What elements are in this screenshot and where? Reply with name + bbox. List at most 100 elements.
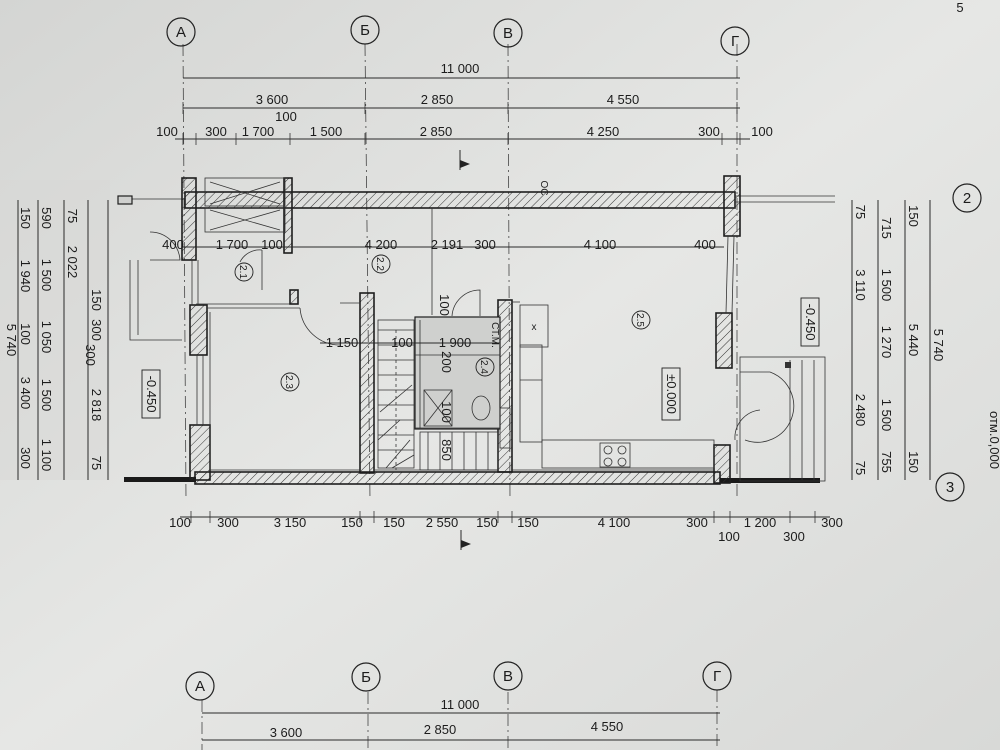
dim-row3-7: 300	[698, 124, 720, 139]
dim-bottom-span-2: 2 850	[424, 722, 457, 737]
room-22: 2.2	[371, 254, 391, 274]
dim-row3-3: 1 700	[242, 124, 275, 139]
dim-right-c2e: 755	[879, 451, 894, 473]
axis-label-2: 2	[963, 190, 971, 207]
axis-label-g: Г	[731, 33, 739, 50]
terrace	[739, 356, 826, 482]
grid-axes: А Б В Г 2 3	[166, 15, 982, 502]
axis-label-g-2: Г	[713, 668, 721, 685]
svg-text:x: x	[532, 322, 537, 333]
right-edge-text: отм.0,000	[987, 411, 1000, 469]
dim-left-c5b: 300	[89, 319, 104, 341]
dim-right-c4a: 5 740	[931, 329, 946, 362]
dim-left-c3d: 3 400	[18, 377, 33, 410]
dim-bottom-14: 300	[783, 529, 805, 544]
axis-label-v: В	[503, 25, 513, 42]
kitchen-counter-bottom	[541, 439, 715, 469]
dim-left-c3c: 100	[18, 323, 33, 345]
dim-100-vertical-b: 100	[439, 401, 454, 423]
axis-label-v-2: В	[503, 668, 513, 685]
dim-100-vertical-a: 100	[437, 294, 452, 316]
level-marks: -0.450 -0.450 ±0.000	[141, 297, 820, 421]
room-21: 2.1	[234, 262, 254, 282]
level-right: -0.450	[803, 304, 818, 341]
wall-right-upper	[723, 175, 741, 237]
dim-right-c2c: 1 270	[879, 326, 894, 359]
section-cut-label: ОС	[538, 181, 549, 196]
axis-label-3: 3	[946, 479, 954, 496]
dim-right-c1c: 2 480	[853, 394, 868, 427]
stove	[599, 442, 631, 468]
dim-left-c4a: 5 740	[4, 324, 19, 357]
wall-right-mid	[715, 312, 733, 369]
dim-left-c5c: 300	[83, 344, 98, 366]
dim-row3-4: 1 500	[310, 124, 343, 139]
top-dimensions: 11 000 3 600 2 850 4 550 100 100 300 1 7…	[156, 0, 964, 145]
fixtures: x	[423, 304, 826, 482]
wall-bottom	[194, 471, 721, 485]
dim-left-c3e: 300	[18, 447, 33, 469]
dim-4200: 4 200	[365, 237, 398, 252]
dim-left-c5d: 2 818	[89, 389, 104, 422]
dim-400-left: 400	[162, 237, 184, 252]
dim-left-c5a: 150	[89, 289, 104, 311]
axis-marker-2: 2	[952, 183, 982, 213]
dim-4100-inner: 4 100	[584, 237, 617, 252]
room-labels: 2.1 2.2 2.3 2.4 2.5	[234, 254, 651, 392]
dim-bottom-1: 100	[169, 515, 191, 530]
doors	[129, 231, 795, 443]
room-21-label: 2.1	[237, 265, 248, 279]
partition-room-21	[283, 177, 293, 254]
axis-label-b-2: Б	[361, 669, 371, 686]
axis-marker-g-2: Г	[702, 661, 732, 691]
dim-400-right: 400	[694, 237, 716, 252]
dim-mid-100: 100	[275, 109, 297, 124]
dim-left-c2d: 1 500	[39, 379, 54, 412]
top-right-digit: 5	[956, 0, 963, 15]
dim-right-c3c: 150	[906, 451, 921, 473]
section-cut-markers: ОС	[459, 150, 549, 550]
label-st-m: СТ.М.	[489, 322, 500, 348]
partition-stub-21	[289, 289, 299, 305]
dim-bottom-12: 300	[821, 515, 843, 530]
axis-marker-v: В	[493, 18, 523, 48]
dim-row3-5: 2 850	[420, 124, 453, 139]
room-25: 2.5	[631, 310, 651, 330]
wall-stair-left	[359, 292, 375, 474]
room-24: 2.4	[475, 357, 495, 377]
axis-marker-a-2: А	[185, 671, 215, 701]
axis-line-a	[182, 43, 187, 501]
next-plan-preview: А Б В Г 11 000 3 600 2 850 4 550	[185, 661, 732, 750]
kitchen-counter	[519, 344, 543, 443]
dim-left-c2b: 1 500	[39, 259, 54, 292]
dim-right-c3b: 5 440	[906, 324, 921, 357]
axis-label-a-2: А	[195, 678, 205, 695]
dim-bottom-span-1: 3 600	[270, 725, 303, 740]
room-23: 2.3	[280, 372, 300, 392]
dim-bottom-5: 150	[383, 515, 405, 530]
wall-left-mid	[189, 304, 208, 356]
axis-marker-3: 3	[935, 472, 965, 502]
dim-row3-8: 100	[751, 124, 773, 139]
fridge	[519, 304, 549, 348]
axis-marker-v-2: В	[493, 661, 523, 691]
wall-left-upper	[181, 177, 197, 261]
staircase	[377, 319, 499, 471]
inner-dimensions: 400 1 700 100 4 200 2 191 300 4 100 400 …	[162, 237, 724, 461]
dim-bottom-13: 100	[718, 529, 740, 544]
dim-100-stair: 100	[391, 335, 413, 350]
dim-100-inner: 100	[261, 237, 283, 252]
dim-bottom-span-3: 4 550	[591, 719, 624, 734]
left-dimensions: 150 1 940 100 3 400 300 5 740 590 1 500 …	[4, 200, 109, 480]
dim-row3-1: 100	[156, 124, 178, 139]
wall-left-lower	[189, 424, 211, 481]
dim-bottom-2: 300	[217, 515, 239, 530]
room-25-label: 2.5	[634, 313, 645, 327]
room-24-label: 2.4	[478, 360, 489, 374]
dim-left-c5e: 75	[89, 456, 104, 470]
dim-200-vertical: 200	[439, 351, 454, 373]
axis-marker-b-2: Б	[351, 662, 381, 692]
windows	[204, 177, 286, 233]
dim-row3-2: 300	[205, 124, 227, 139]
